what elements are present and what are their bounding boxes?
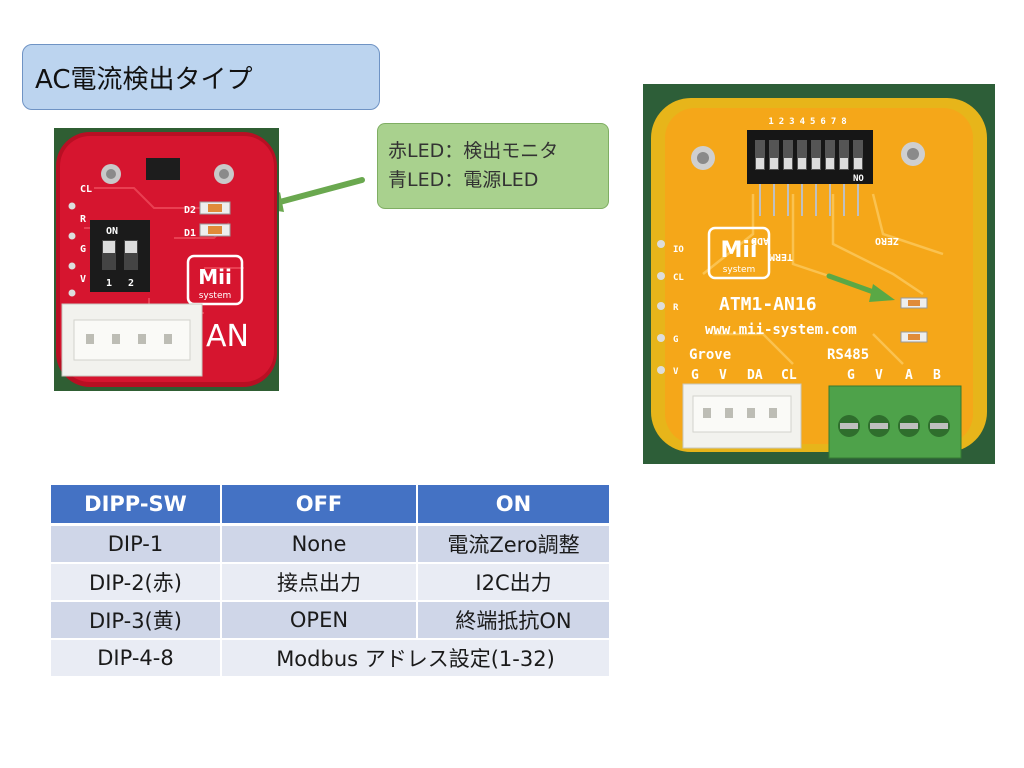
side-pins: IO CL R G V [657,240,684,377]
model-label: ATM1-AN16 [719,294,817,315]
side-pins: CL R G V [68,184,92,297]
pin-cl: CL [673,273,684,283]
url-label: www.mii-system.com [705,322,857,338]
table-row: DIP-1 None 電流Zero調整 [51,523,609,563]
dip-switch-8 [747,130,873,184]
zero-label: ZERO [875,235,899,246]
dip-switch-table: DIPP-SW OFF ON DIP-1 None 電流Zero調整 DIP-2… [51,485,609,676]
rs485-pin-a: A [905,368,913,383]
grove-label: Grove [689,347,731,363]
table-cell: DIP-1 [51,523,221,563]
header-dipp-sw: DIPP-SW [51,485,221,526]
led-callout: 赤LED：検出モニタ 青LED：電源LED [377,123,609,209]
screw-hole-icon [101,164,234,184]
grove-pin-cl: CL [781,368,797,383]
dip-no-label: NO [853,174,864,184]
dip-on-label: ON [106,226,118,237]
header-off: OFF [220,485,417,526]
table-cell: 電流Zero調整 [416,523,609,563]
grove-pin-v: V [719,368,727,383]
add-label: ADD [751,235,769,246]
mii-logo-text: Mii [198,265,232,289]
table-cell: 終端抵抗ON [416,600,609,639]
rs485-pin-g: G [847,368,855,383]
header-on: ON [416,485,609,526]
callout-red-led: 赤LED：検出モニタ [388,140,559,162]
pin-r: R [80,214,87,225]
pin-g: G [80,244,86,255]
an-label: AN [206,319,249,354]
table-cell: DIP-3(黄) [51,600,221,639]
table-row: DIP-3(黄) OPEN 終端抵抗ON [51,600,609,639]
mii-logo-text: Mii [721,238,758,263]
table-cell: None [220,523,417,563]
table-cell-address: Modbus アドレス設定(1-32) [220,638,609,676]
rs485-pin-b: B [933,368,941,383]
table-cell: DIP-2(赤) [51,562,221,601]
label-d1: D1 [184,228,196,239]
pin-v: V [80,274,86,285]
yellow-board-photo: NO 12345678 TERM ADD ZERO Mii system ATM… [643,84,995,464]
table-cell: DIP-4-8 [51,638,221,676]
term-label: TERM [769,251,793,262]
table-cell: OPEN [220,600,417,639]
slide-title-text: AC電流検出タイプ [35,64,253,95]
table-header-row: DIPP-SW OFF ON [51,485,609,526]
dip-numbers: 12345678 [768,117,851,127]
mii-logo [186,254,244,306]
rs485-pin-v: V [875,368,883,383]
red-board-photo: D2 D1 CL R G V ON 1 2 Mii system AN [54,128,279,391]
grove-pin-g: G [691,368,699,383]
table-row: DIP-2(赤) 接点出力 I2C出力 [51,562,609,601]
dip-num-2: 2 [128,278,134,289]
slide-title: AC電流検出タイプ [22,44,380,110]
callout-blue-led: 青LED：電源LED [388,169,539,191]
mii-logo [707,226,771,280]
pin-io: IO [673,245,684,255]
mii-system-text: system [723,265,756,275]
pin-g: G [673,335,678,345]
pin-r: R [673,303,679,313]
pin-cl: CL [80,184,92,195]
table-cell: 接点出力 [220,562,417,601]
pin-v: V [673,367,679,377]
label-d2: D2 [184,205,196,216]
mii-system-text: system [199,291,232,301]
dip-num-1: 1 [106,278,112,289]
grove-pin-da: DA [747,368,763,383]
rs485-label: RS485 [827,347,869,363]
screw-hole-icon [691,142,925,170]
dip-switch [90,220,150,292]
led-arrow [826,273,895,302]
table-row: DIP-4-8 Modbus アドレス設定(1-32) [51,638,609,676]
table-cell: I2C出力 [416,562,609,601]
